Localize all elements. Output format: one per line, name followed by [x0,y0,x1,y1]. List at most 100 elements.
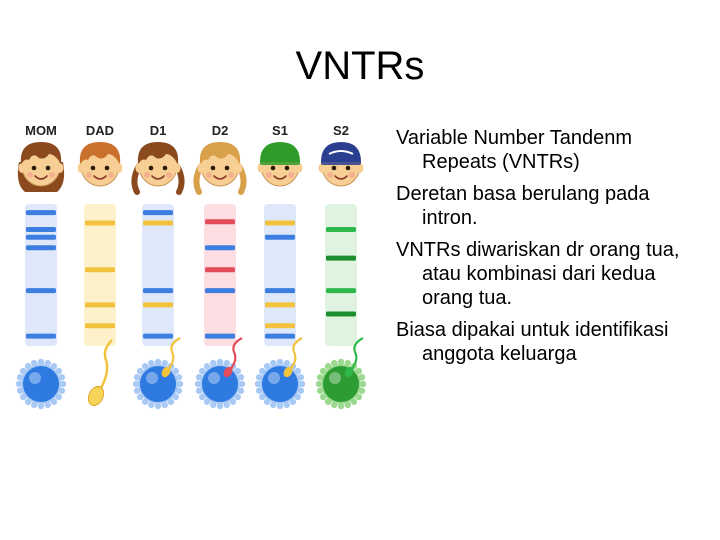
sperm-tail-icon [350,337,364,371]
egg-corona-icon [161,359,168,367]
ear-icon [318,163,326,173]
mouth-icon [273,175,287,180]
cap-brim-icon [260,160,300,165]
ear-icon [135,163,143,173]
egg-corona-icon [255,374,263,381]
egg-cell-icon [200,364,240,404]
eye-icon [162,165,168,171]
ear-icon [173,163,181,173]
hair-icon [20,142,62,164]
dna-band [326,288,356,294]
egg-corona-icon [31,359,38,367]
cheek-icon [166,172,172,178]
dna-band [85,220,115,226]
band-column [142,204,174,346]
dna-band [26,210,56,216]
cap-stripe-icon [328,150,354,155]
sperm-head-icon [161,366,171,378]
egg-corona-icon [44,401,51,409]
cheek-icon [49,172,55,178]
bullet-item: VNTRs diwariskan dr orang tua, atau komb… [396,239,680,309]
egg-corona-icon [176,380,184,388]
dna-band [205,333,235,339]
sperm-head-icon [344,366,354,378]
egg-corona-icon [337,358,345,366]
cheek-icon [86,172,92,178]
lane-s1: S1 [254,123,306,410]
egg-highlight-icon [329,372,341,384]
egg-corona-icon [154,402,162,410]
eye-icon [210,165,216,171]
ear-icon [295,163,303,173]
cheek-icon [228,172,234,178]
egg-cell-icon [21,364,61,404]
sperm-tail-icon [167,337,181,371]
eye-icon [104,165,110,171]
egg-corona-icon [237,374,245,381]
egg-corona-icon [58,387,66,394]
ear-icon [77,163,85,173]
egg-corona-icon [132,380,140,388]
dna-band [85,302,115,308]
egg-corona-icon [254,380,262,388]
egg-corona-icon [37,402,45,410]
sperm-head-icon [223,366,233,378]
dna-band [205,267,235,273]
cheek-icon [327,172,333,178]
egg-corona-icon [358,387,366,394]
dna-band [26,245,56,251]
egg-corona-icon [58,374,66,381]
egg-corona-icon [283,401,290,409]
eye-icon [284,165,290,171]
egg-cell-icon [260,364,300,404]
dna-band [26,288,56,294]
ear-icon [115,163,123,173]
ear-icon [18,163,26,173]
egg-corona-icon [331,359,338,367]
mouth-icon [213,175,227,180]
lane-label: D1 [150,123,167,138]
egg-corona-icon [37,358,45,366]
dna-band [26,333,56,339]
egg-corona-icon [358,374,366,381]
lane-label: DAD [86,123,114,138]
egg-corona-icon [148,401,155,409]
egg-corona-icon [276,358,284,366]
cheek-icon [108,172,114,178]
cheek-icon [349,172,355,178]
dna-band [326,227,356,232]
eye-icon [148,165,154,171]
lane-d1: D1 [131,123,185,410]
dna-band [205,219,235,225]
band-column [204,204,236,346]
cheek-icon [27,172,33,178]
egg-corona-icon [276,402,284,410]
cheek-icon [144,172,150,178]
egg-corona-icon [316,374,324,381]
lane-s2: S2 [315,123,367,410]
lane-label: S2 [333,123,349,138]
egg-corona-icon [148,359,155,367]
egg-corona-icon [195,387,203,394]
band-column [325,204,357,346]
egg-cell-icon [321,364,361,404]
sperm-head-icon [87,385,105,407]
egg-corona-icon [210,401,217,409]
band-column [25,204,57,346]
egg-corona-icon [283,359,290,367]
dna-band [143,333,173,339]
egg-highlight-icon [208,372,220,384]
ear-icon [197,163,205,173]
egg-corona-icon [154,358,162,366]
egg-corona-icon [133,374,141,381]
dna-band [85,323,115,329]
dna-band [265,234,295,240]
bullet-item: Deretan basa berulang pada intron. [396,183,650,229]
ear-icon [257,163,265,173]
lane-dad: DAD [77,123,123,407]
egg-corona-icon [237,387,245,394]
egg-corona-icon [15,380,23,388]
egg-corona-icon [194,380,202,388]
egg-corona-icon [337,402,345,410]
